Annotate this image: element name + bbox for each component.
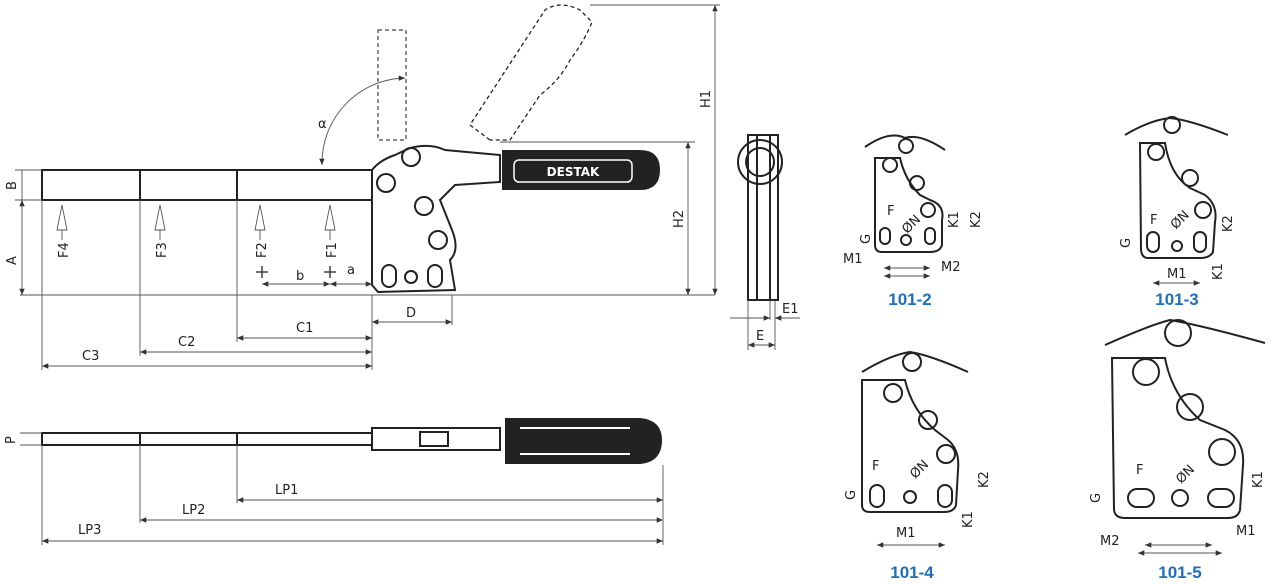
dimension-label: G [1119,238,1134,248]
caption-101-2: 101-2 [888,290,931,309]
detail-101-4: F G ØN K2 K1 M1 101-4 [844,350,992,582]
dimension-label: M1 [1167,267,1187,282]
dimension-label: F [1150,213,1157,228]
dimension-label: ØN [1168,208,1193,233]
e1-label: E1 [782,302,799,317]
dimension-label: M1 [1236,524,1256,539]
caption-101-3: 101-3 [1155,290,1198,309]
top-handle-grip [505,418,662,464]
dimension-label: F4 [57,242,72,258]
brand-logo: DESTAK [547,165,600,179]
dimension-label: a [347,263,355,278]
h1-label: H1 [699,90,714,108]
p-label: P [4,436,19,444]
dimension-label: K1 [947,211,962,228]
dimension-label: C2 [178,335,195,350]
clamp-body [371,144,501,294]
dimension-label: b [296,269,304,284]
dimension-label: C3 [82,349,99,364]
dimension-label: K2 [1221,215,1236,232]
dimension-label: D [406,306,416,321]
dimension-label: LP1 [275,483,298,498]
top-view: P LP1 LP2 LP3 [4,418,664,545]
dimension-label: G [1089,493,1104,503]
dimension-label: LP2 [182,503,205,518]
angle-arc [319,75,406,166]
force-arrows: F4 F3 F2 F1 [56,204,340,258]
dimension-label: G [859,234,874,244]
handle-open-outline [469,4,593,141]
dimension-label: F1 [325,242,340,258]
dimension-label: G [844,490,859,500]
dimension-label: M2 [1100,534,1120,549]
dimension-label: K1 [961,511,976,528]
dimension-label: F [1136,463,1143,478]
dimension-label: F2 [255,242,270,258]
dimension-label: LP3 [78,523,101,538]
dimension-label: K1 [1211,263,1226,280]
open-position-outline [377,29,407,141]
dimension-label: K2 [977,471,992,488]
dimension-label: C1 [296,321,313,336]
a-height-label: A [5,256,20,265]
dimension-label: ØN [899,212,924,237]
caption-101-4: 101-4 [890,563,934,582]
detail-101-3: F G ØN K2 K1 M1 101-3 [1119,116,1236,309]
angle-label: α [318,117,327,132]
dimension-label: F [887,204,894,219]
dimension-label: ØN [907,457,932,482]
dimension-label: ØN [1173,462,1198,487]
front-view: E1 E [730,134,800,350]
caption-101-5: 101-5 [1158,563,1201,582]
detail-101-2: F G ØN K1 K2 M1 M2 101-2 [843,134,984,309]
dimension-label: K1 [1251,471,1266,488]
dimension-label: F3 [155,242,170,258]
side-view: α DESTAK H1 H2 A B F4 F3 F2 F1 b a D C1 … [5,4,720,370]
h2-label: H2 [672,210,687,228]
e-label: E [756,329,764,344]
detail-101-5: F G ØN K1 M2 M1 101-5 [1089,318,1266,582]
dimension-label: M1 [896,526,916,541]
b-height-label: B [5,181,20,190]
dimension-label: M1 [843,252,863,267]
dimension-label: M2 [941,260,961,275]
clamp-bar [41,169,373,201]
dimension-label: F [872,459,879,474]
dimension-label: K2 [969,211,984,228]
